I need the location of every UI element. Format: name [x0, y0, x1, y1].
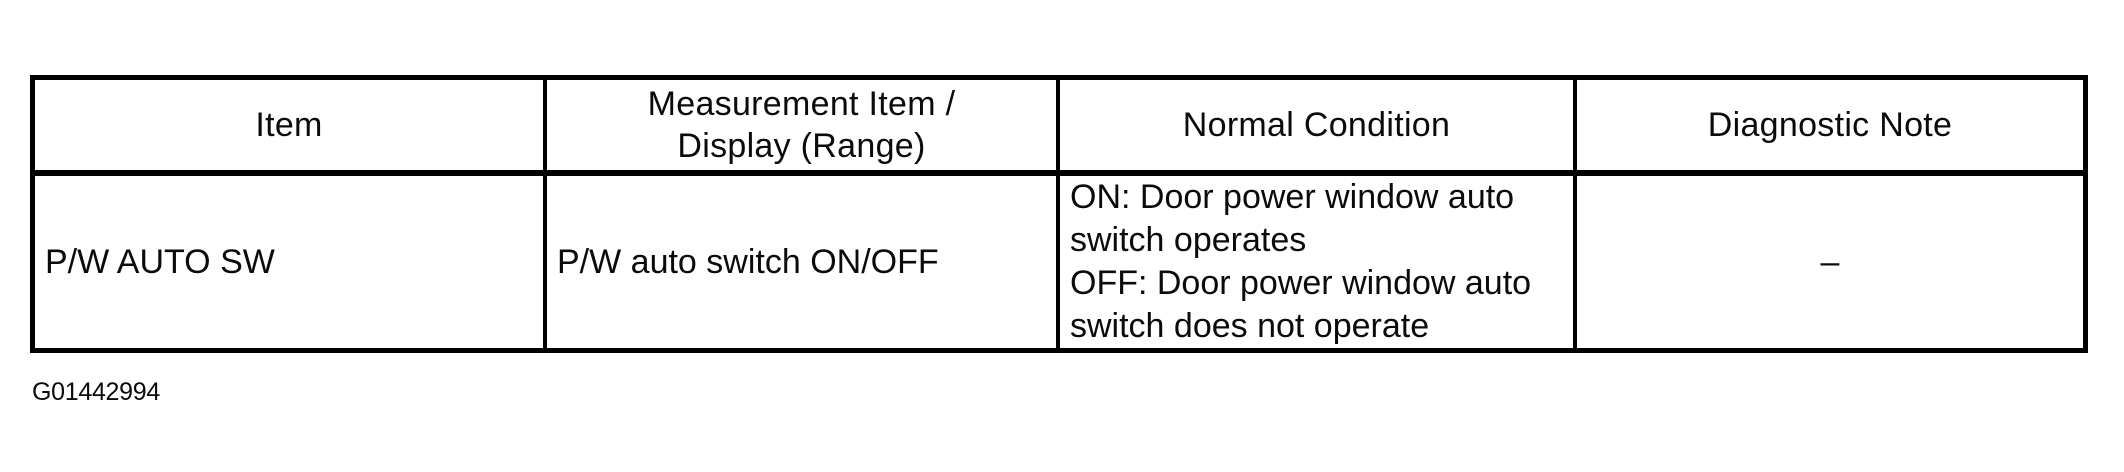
item-value: P/W AUTO SW	[45, 242, 275, 281]
normal-condition-line-4: switch does not operate	[1070, 307, 1430, 345]
table-row-cell-measurement: P/W auto switch ON/OFF	[547, 176, 1060, 348]
normal-condition-line-3: OFF: Door power window auto	[1070, 264, 1532, 302]
table-row-cell-diagnostic-note: –	[1577, 176, 2083, 348]
column-header-normal-condition-label: Normal Condition	[1182, 106, 1451, 144]
normal-condition-line-1: ON: Door power window auto	[1070, 178, 1515, 216]
column-header-measurement: Measurement Item / Display (Range)	[547, 80, 1060, 176]
column-header-measurement-line2: Display (Range)	[677, 127, 926, 165]
normal-condition-line-2: switch operates	[1070, 221, 1307, 259]
column-header-item-label: Item	[255, 106, 323, 144]
column-header-diagnostic-note-label: Diagnostic Note	[1707, 106, 1953, 144]
diagnostic-data-table: Item Measurement Item / Display (Range) …	[30, 75, 2088, 353]
table-row-cell-item: P/W AUTO SW	[35, 176, 547, 348]
column-header-normal-condition: Normal Condition	[1060, 80, 1577, 176]
diagnostic-note-value: –	[1820, 242, 1840, 281]
column-header-measurement-line1: Measurement Item /	[647, 85, 956, 123]
column-header-diagnostic-note: Diagnostic Note	[1577, 80, 2083, 176]
measurement-value: P/W auto switch ON/OFF	[557, 242, 939, 281]
figure-id: G01442994	[32, 378, 160, 406]
column-header-item: Item	[35, 80, 547, 176]
table-row-cell-normal-condition: ON: Door power window auto switch operat…	[1060, 176, 1577, 348]
